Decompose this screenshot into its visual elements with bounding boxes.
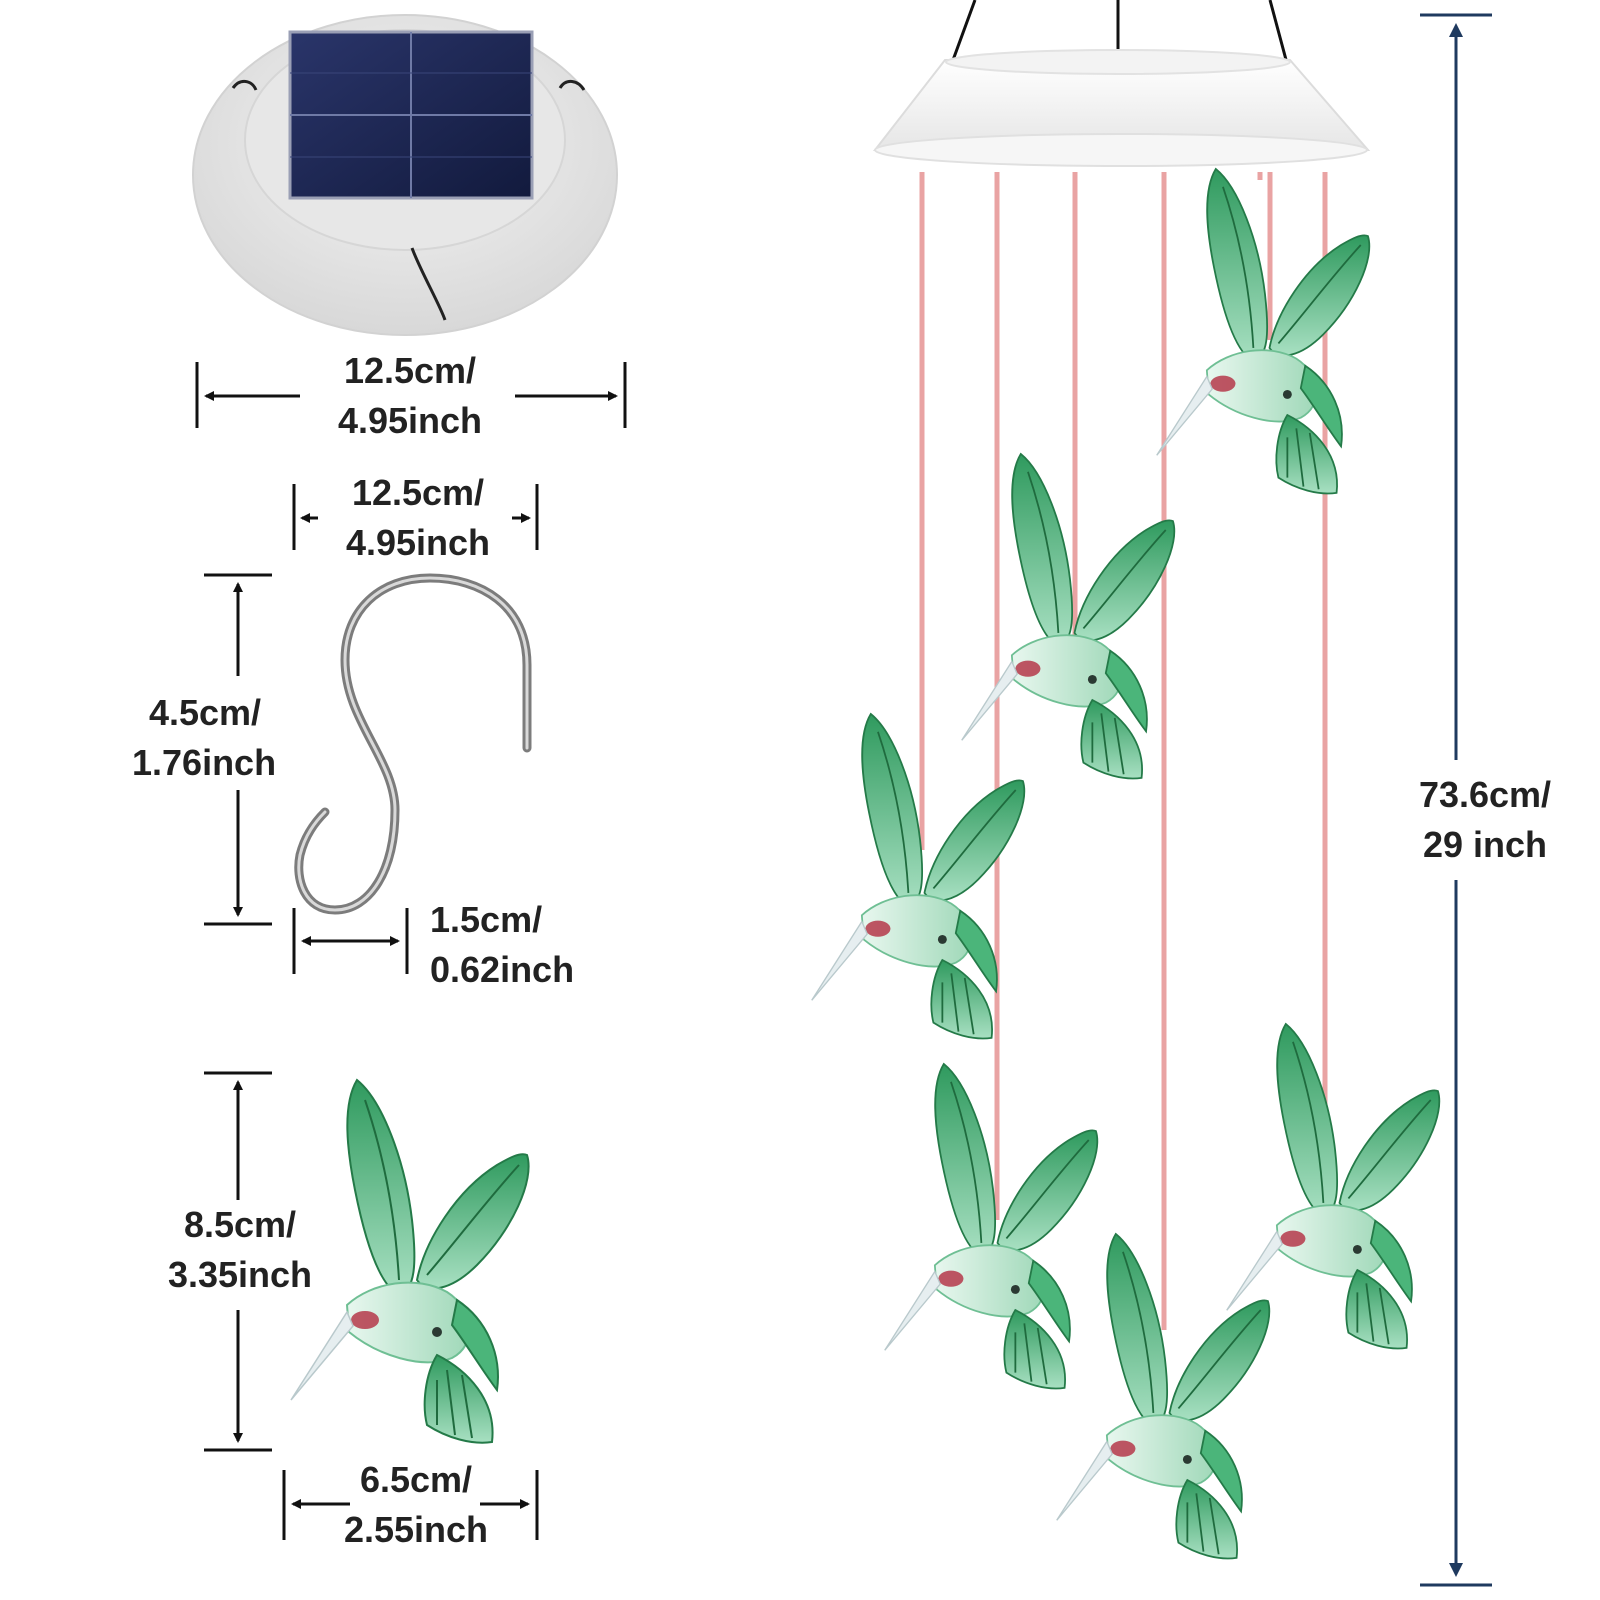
s-hook <box>294 573 532 915</box>
cap-width-dimension <box>195 362 627 428</box>
bird-width-dimension <box>282 1470 539 1540</box>
hook-height-dimension <box>204 573 272 926</box>
bird-height-label: 8.5cm/ 3.35inch <box>167 1204 313 1295</box>
hook-gap-label: 1.5cm/ 0.62inch <box>430 899 575 990</box>
hummingbird-icon <box>1155 168 1371 495</box>
hook-width-label: 12.5cm/ 4.95inch <box>345 472 491 563</box>
hook-width-dimension <box>292 484 539 550</box>
cap-width-label: 12.5cm/ 4.95inch <box>337 350 483 441</box>
hook-gap-dimension <box>292 908 409 974</box>
bird-width-label: 6.5cm/ 2.55inch <box>343 1459 489 1550</box>
hummingbird-icon <box>883 1063 1099 1390</box>
hummingbird-icon <box>960 453 1176 780</box>
bird-height-dimension <box>204 1071 272 1452</box>
solar-cap <box>192 14 618 336</box>
wind-chime <box>810 0 1441 1560</box>
hummingbird-icon <box>810 713 1026 1040</box>
total-length-dimension <box>1420 13 1492 1587</box>
hook-height-label: 4.5cm/ 1.76inch <box>132 692 277 783</box>
total-length-label: 73.6cm/ 29 inch <box>1418 774 1552 865</box>
hummingbird-icon <box>1225 1023 1441 1350</box>
